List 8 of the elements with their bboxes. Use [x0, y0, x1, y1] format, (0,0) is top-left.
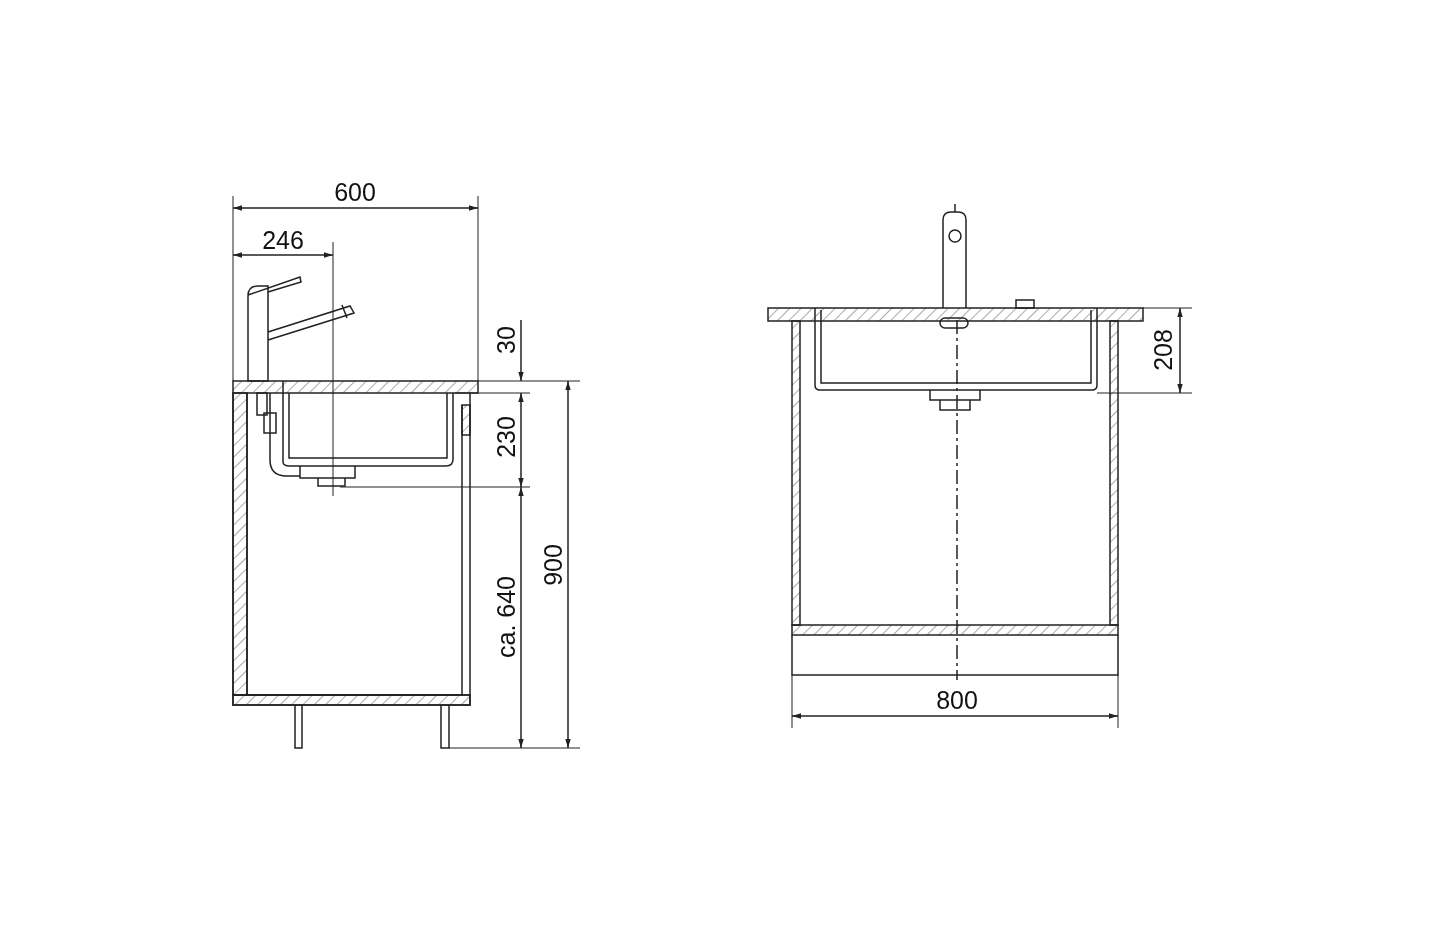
dimension-label: 208	[1150, 329, 1176, 371]
dimension-label: 246	[262, 227, 304, 253]
dimension-label: 800	[936, 687, 978, 713]
dimension-label: 900	[540, 544, 566, 586]
dimension-label: ca. 640	[493, 576, 519, 658]
dimension-label: 30	[493, 326, 519, 354]
dimension-label: 600	[334, 179, 376, 205]
dimension-label: 230	[493, 416, 519, 458]
